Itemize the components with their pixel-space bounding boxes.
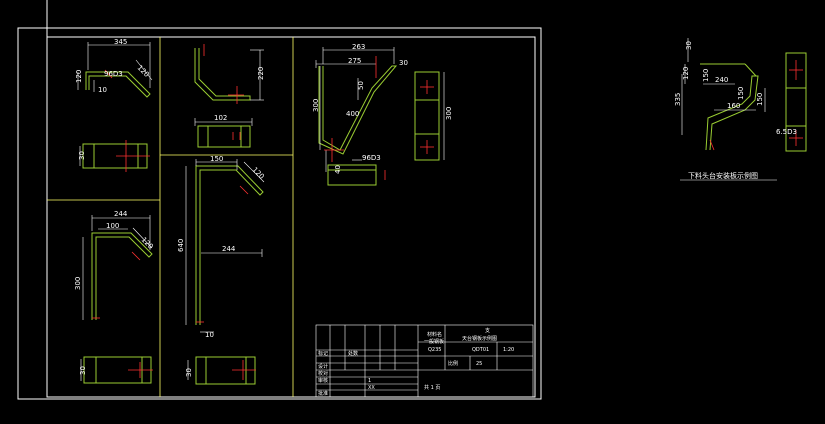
- v6-dim-8: 6.5D3: [776, 128, 797, 136]
- tb-text-12: 校对: [318, 370, 328, 377]
- v5-dim-1: 120: [251, 166, 266, 181]
- v4-dim-2: 120: [140, 236, 155, 251]
- v3-dim-8: 96D3: [362, 154, 381, 162]
- v1-dim-0: 345: [114, 38, 127, 46]
- tb-text-10: 处数: [348, 350, 358, 357]
- tb-text-14: 批准: [318, 390, 328, 397]
- v5-dim-3: 244: [222, 245, 236, 253]
- v1-dim-1: 120: [75, 70, 83, 83]
- v1-dim-2: 96D3: [104, 70, 123, 78]
- v6-dim-0: 30: [685, 41, 693, 50]
- view-6: 30 120 150 240 150 335 160 150 6.5D3 下料头…: [674, 38, 807, 181]
- v3-dim-7: 40: [334, 165, 342, 174]
- tb-text-7: 比例: [448, 360, 458, 367]
- tb-text-6: 1:20: [503, 347, 514, 353]
- tb-text-3: 支: [485, 327, 490, 334]
- v4-dim-3: 300: [74, 277, 82, 290]
- v3-dim-6: 300: [445, 107, 453, 120]
- section-dividers: [47, 37, 294, 397]
- v5-dim-2: 640: [177, 239, 185, 252]
- tb-text-9: 标记: [318, 350, 328, 357]
- tb-text-11: 设计: [318, 363, 328, 370]
- outer-border: [17, 27, 542, 400]
- v3-dim-2: 30: [399, 59, 408, 67]
- v3-dim-0: 263: [352, 43, 365, 51]
- v6-dim-7: 150: [756, 93, 764, 106]
- v5-dim-0: 150: [210, 155, 223, 163]
- v5-dim-4: 10: [205, 331, 214, 339]
- v1-dim-4: 10: [98, 86, 107, 94]
- v3-dim-5: 400: [346, 110, 359, 118]
- tb-text-4: 天台钢板示例图: [462, 335, 497, 342]
- tb-text-0: 材料名: [427, 331, 442, 338]
- tb-text-17: 共 1 页: [424, 384, 440, 391]
- v4-dim-1: 100: [106, 222, 119, 230]
- v5-dim-5: 30: [185, 368, 193, 377]
- v6-dim-1: 120: [682, 67, 690, 80]
- v6-dim-6: 160: [727, 102, 740, 110]
- view-2: 220 102: [194, 44, 265, 148]
- v1-dim-5: 30: [78, 151, 86, 160]
- v6-dim-5: 335: [674, 93, 682, 106]
- title-block-border: [315, 324, 534, 398]
- tb-text-8: 25: [476, 361, 482, 367]
- tb-text-13: 审核: [318, 377, 328, 384]
- v3-dim-4: 300: [312, 99, 320, 112]
- v4-dim-0: 244: [114, 210, 128, 218]
- view-1: 345 120 96D3 120 10 30: [75, 38, 153, 172]
- v6-dim-2: 150: [702, 69, 710, 82]
- view-5: 150 120 640 244 10 30: [177, 155, 266, 385]
- tb-text-1: 一般钢板: [424, 338, 444, 345]
- example-caption: 下料头台安装板示例图: [688, 171, 758, 180]
- view-4: 244 100 120 300 30: [74, 210, 155, 384]
- v2-dim-0: 220: [257, 67, 265, 80]
- v4-dim-4: 30: [79, 366, 87, 375]
- tb-text-15: 1: [368, 378, 371, 384]
- view-3: 263 275 30 50 300 400 300 40 96D3: [312, 43, 453, 186]
- tb-text-2: Q235: [428, 347, 441, 353]
- inner-border: [46, 36, 536, 398]
- drawing-frame: [17, 0, 542, 400]
- v6-dim-4: 150: [737, 87, 745, 100]
- title-block: 材料名 一般钢板 Q235 支 天台钢板示例图 QDT01 1:20 比例 25…: [315, 324, 534, 398]
- v2-dim-1: 102: [214, 114, 227, 122]
- tb-text-16: XX: [368, 385, 375, 391]
- v1-dim-3: 120: [136, 64, 151, 79]
- v6-dim-3: 240: [715, 76, 728, 84]
- v3-dim-3: 50: [357, 81, 365, 90]
- v3-dim-1: 275: [348, 57, 361, 65]
- tb-text-5: QDT01: [472, 347, 489, 353]
